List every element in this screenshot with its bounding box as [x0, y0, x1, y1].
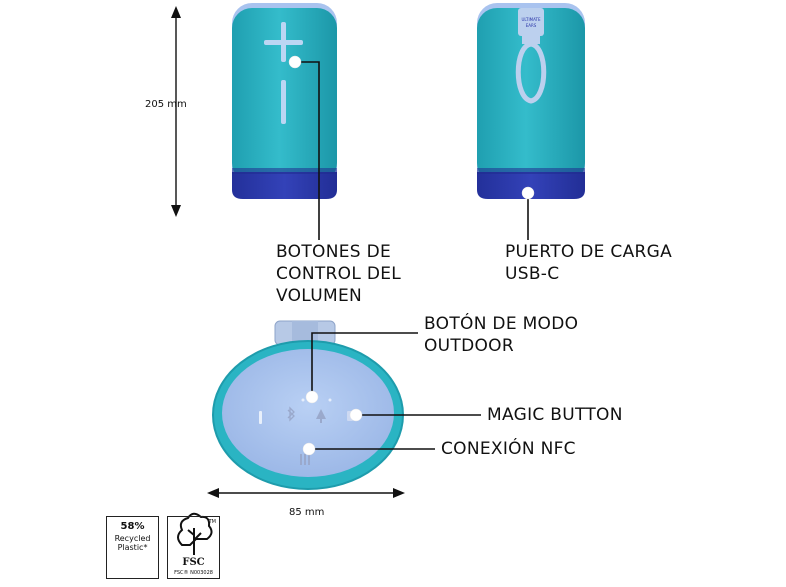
outdoor-label-line-1: BOTÓN DE MODO: [424, 314, 579, 334]
callout-magic-line: [349, 408, 481, 422]
height-dimension-arrow: [171, 6, 181, 217]
width-dimension-arrow: [207, 488, 405, 498]
nfc-icon: [300, 454, 310, 465]
callout-outdoor-line: [305, 332, 418, 404]
fsc-code: FSC® N003028: [174, 570, 213, 576]
outdoor-mode-label: BOTÓN DE MODO OUTDOOR: [424, 313, 578, 357]
callout-volume-line: [288, 55, 320, 240]
fsc-trademark: TM: [208, 519, 216, 525]
volume-label-line-2: CONTROL DEL: [276, 264, 402, 284]
recycled-plastic-badge: 58% Recycled Plastic*: [106, 516, 159, 579]
strap-loop-icon: [515, 8, 547, 104]
bluetooth-icon: [287, 406, 295, 422]
usb-port-label: PUERTO DE CARGA USB-C: [505, 241, 672, 285]
speaker-top-view: [212, 320, 404, 490]
fsc-tree-logo-icon: [177, 512, 213, 555]
usb-label-line-1: PUERTO DE CARGA: [505, 242, 673, 262]
nfc-label: CONEXIÓN NFC: [441, 439, 576, 459]
volume-buttons-label: BOTONES DE CONTROL DEL VOLUMEN: [276, 241, 401, 307]
volume-up-icon: [264, 22, 303, 62]
recycled-line-1: Recycled: [114, 534, 151, 543]
power-button-icon: [259, 411, 262, 424]
volume-down-icon: [281, 80, 286, 124]
callout-usb-line: [521, 186, 535, 240]
recycled-line-2: Plastic*: [117, 543, 148, 552]
height-label: 205 mm: [145, 99, 187, 110]
magic-button-label: MAGIC BUTTON: [487, 405, 623, 425]
strap-tag-text: ULTIMATE: [521, 17, 541, 22]
usb-label-line-2: USB-C: [505, 264, 560, 284]
speaker-front-view: [232, 3, 337, 199]
fsc-badge: TM FSC FSC® N003028: [167, 516, 220, 579]
callout-nfc-line: [302, 442, 435, 456]
fsc-mark: FSC: [182, 557, 205, 568]
volume-label-line-3: VOLUMEN: [276, 286, 363, 306]
volume-label-line-1: BOTONES DE: [276, 242, 391, 262]
width-label: 85 mm: [289, 507, 325, 518]
strap-tag-text-2: EARS: [526, 23, 537, 28]
outdoor-label-line-2: OUTDOOR: [424, 336, 514, 356]
speaker-back-view: ULTIMATE EARS: [477, 3, 585, 199]
recycled-percent: 58%: [120, 521, 145, 532]
tree-icon: [316, 409, 326, 423]
